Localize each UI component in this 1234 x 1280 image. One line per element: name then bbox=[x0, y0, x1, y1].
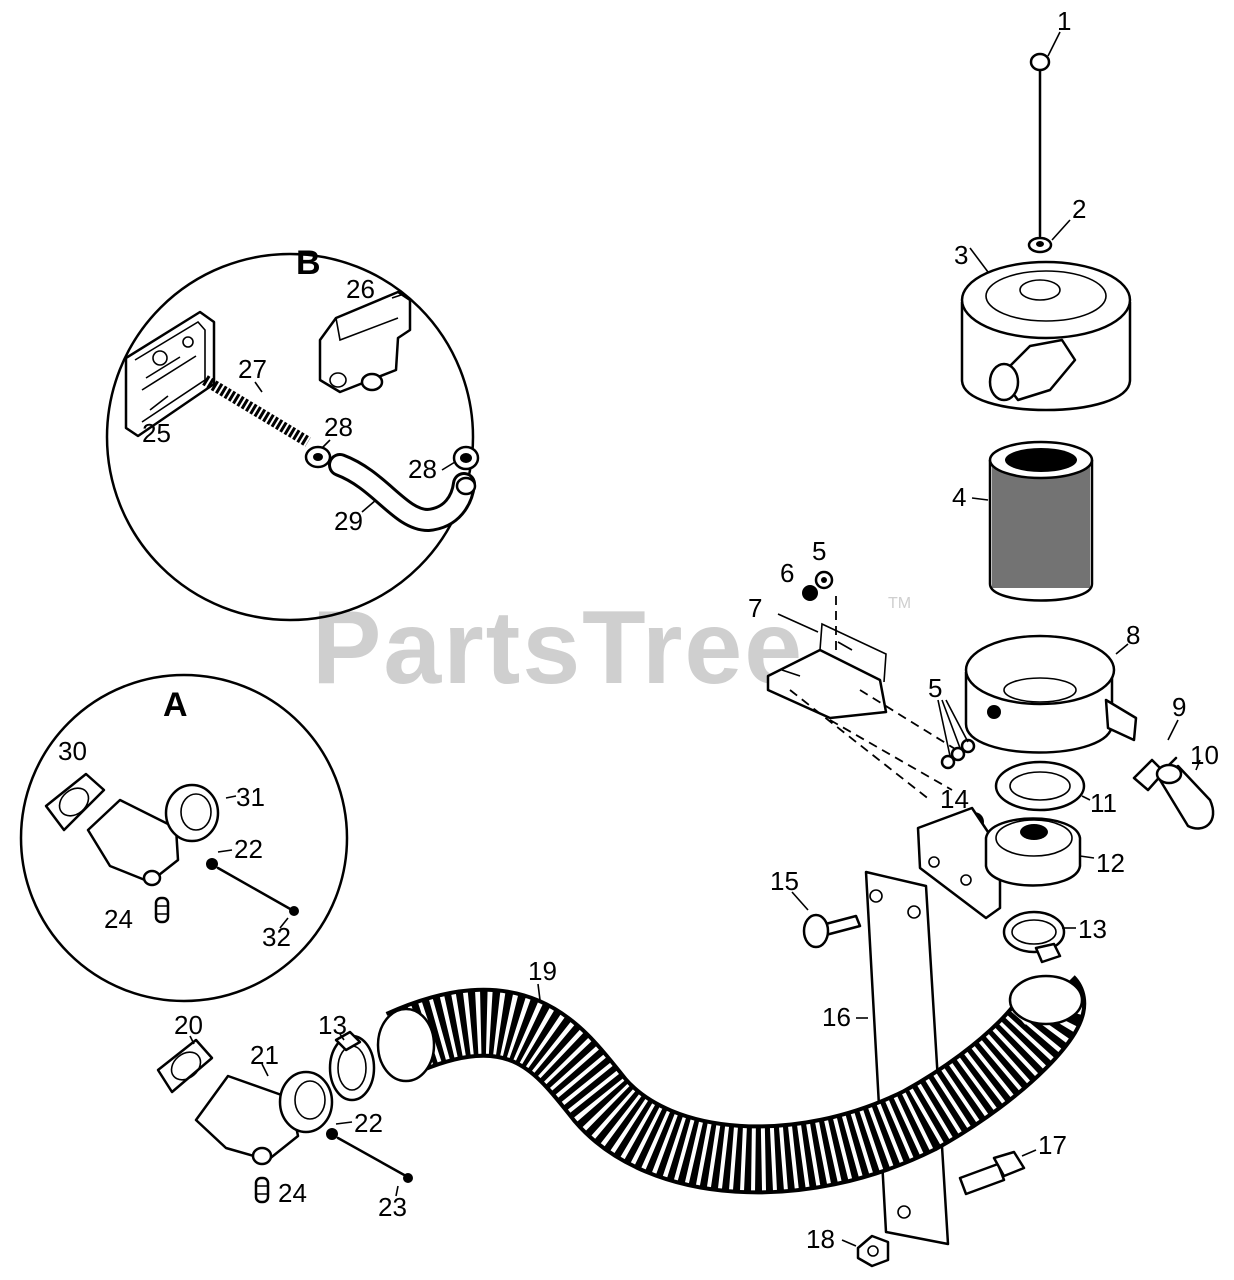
part-23-bolt[interactable] bbox=[336, 1136, 413, 1183]
callout-6: 6 bbox=[780, 558, 794, 588]
part-22-nut-b[interactable] bbox=[326, 1128, 338, 1140]
watermark-trademark: TM bbox=[888, 595, 911, 612]
part-32-bolt[interactable] bbox=[216, 866, 299, 916]
callout-13-lower: 13 bbox=[318, 1010, 347, 1040]
callout-14: 14 bbox=[940, 784, 969, 814]
callout-27: 27 bbox=[238, 354, 267, 384]
inset-b: B bbox=[105, 244, 480, 622]
callout-8: 8 bbox=[1126, 620, 1140, 650]
part-18-nut[interactable] bbox=[856, 1234, 890, 1268]
inset-a-circle bbox=[19, 673, 349, 1003]
inset-a: A bbox=[19, 673, 349, 1003]
callout-19: 19 bbox=[528, 956, 557, 986]
part-5-washer-top[interactable] bbox=[814, 570, 834, 590]
part-22-nut-a[interactable] bbox=[206, 858, 218, 870]
callout-22-lower: 22 bbox=[354, 1108, 383, 1138]
callout-28-left: 28 bbox=[324, 412, 353, 442]
callout-30: 30 bbox=[58, 736, 87, 766]
callout-11: 11 bbox=[1090, 788, 1117, 818]
part-2-nut[interactable] bbox=[1027, 236, 1053, 254]
callout-18: 18 bbox=[806, 1224, 835, 1254]
part-7-bracket[interactable] bbox=[766, 622, 888, 720]
callout-labels: 1 2 3 4 5 6 7 8 5 9 10 11 14 12 15 13 19… bbox=[58, 6, 1219, 1254]
callout-1: 1 bbox=[1057, 6, 1071, 36]
callout-2: 2 bbox=[1072, 194, 1086, 224]
callout-21: 21 bbox=[250, 1040, 279, 1070]
callout-15: 15 bbox=[770, 866, 799, 896]
callout-22-upper: 22 bbox=[234, 834, 263, 864]
callout-29: 29 bbox=[334, 506, 363, 536]
watermark: PartsTree TM bbox=[312, 590, 911, 706]
part-25-gasket-plate[interactable] bbox=[124, 310, 216, 438]
inset-a-label: A bbox=[163, 686, 188, 724]
inset-b-label: B bbox=[296, 244, 321, 282]
part-16-strap[interactable] bbox=[864, 870, 950, 1246]
callout-3: 3 bbox=[954, 240, 968, 270]
callout-24-lower: 24 bbox=[278, 1178, 307, 1208]
part-3-cover[interactable] bbox=[960, 260, 1132, 412]
part-6-nut[interactable] bbox=[802, 585, 818, 601]
part-26-bracket[interactable] bbox=[318, 290, 412, 394]
part-19-hose[interactable] bbox=[376, 974, 1086, 1195]
part-15-bolt[interactable] bbox=[802, 913, 862, 949]
callout-26: 26 bbox=[346, 274, 375, 304]
part-29-tube[interactable] bbox=[328, 453, 477, 533]
part-24-grommet-b[interactable] bbox=[254, 1176, 270, 1204]
part-24-grommet-a[interactable] bbox=[154, 896, 170, 924]
callout-5-top: 5 bbox=[812, 536, 826, 566]
callout-24-upper: 24 bbox=[104, 904, 133, 934]
callout-12: 12 bbox=[1096, 848, 1125, 878]
callout-28-right: 28 bbox=[408, 454, 437, 484]
part-28-fitting-right[interactable] bbox=[452, 445, 480, 471]
part-5-washers-lower[interactable] bbox=[940, 738, 976, 770]
part-8-base[interactable] bbox=[964, 634, 1138, 754]
callout-10: 10 bbox=[1190, 740, 1219, 770]
part-13-clamp-upper[interactable] bbox=[1002, 910, 1066, 964]
callout-17: 17 bbox=[1038, 1130, 1067, 1160]
callout-20: 20 bbox=[174, 1010, 203, 1040]
part-21-elbow[interactable] bbox=[194, 1070, 334, 1166]
part-28-fitting-left[interactable] bbox=[304, 445, 332, 469]
part-12-adapter[interactable] bbox=[916, 806, 1082, 920]
callout-32: 32 bbox=[262, 922, 291, 952]
callout-13-upper: 13 bbox=[1078, 914, 1107, 944]
inset-b-circle bbox=[105, 252, 475, 622]
callout-16: 16 bbox=[822, 1002, 851, 1032]
callout-31: 31 bbox=[236, 782, 265, 812]
part-30-gasket[interactable] bbox=[44, 772, 106, 832]
callout-5-lower: 5 bbox=[928, 673, 942, 703]
part-31-elbow[interactable] bbox=[86, 783, 220, 887]
callout-7: 7 bbox=[748, 593, 762, 623]
part-10-valve[interactable] bbox=[1155, 763, 1215, 830]
part-27-spring[interactable] bbox=[202, 375, 311, 447]
callout-4: 4 bbox=[952, 482, 966, 512]
part-11-gasket[interactable] bbox=[994, 760, 1086, 812]
part-4-filter[interactable] bbox=[988, 440, 1094, 602]
watermark-text: PartsTree bbox=[312, 590, 804, 706]
callout-25: 25 bbox=[142, 418, 171, 448]
part-1-rod[interactable] bbox=[1029, 52, 1051, 238]
part-20-gasket[interactable] bbox=[156, 1038, 214, 1094]
callout-9: 9 bbox=[1172, 692, 1186, 722]
part-17-bolt[interactable] bbox=[958, 1150, 1026, 1196]
callout-23: 23 bbox=[378, 1192, 407, 1222]
part-13-clamp-lower[interactable] bbox=[328, 1030, 376, 1102]
